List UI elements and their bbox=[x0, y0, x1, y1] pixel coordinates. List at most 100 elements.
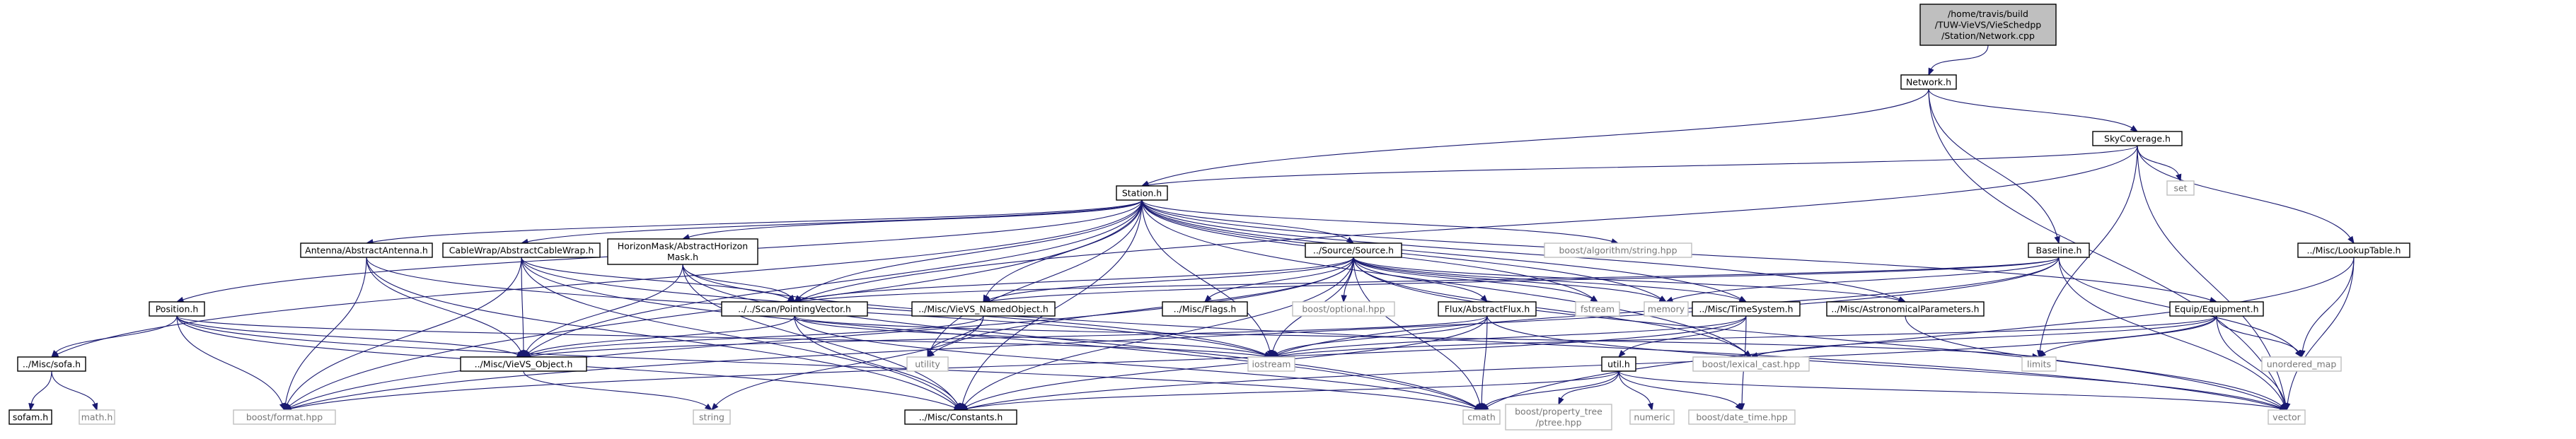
node-box bbox=[1305, 242, 1402, 258]
edge-util-to-vector bbox=[1618, 370, 2282, 409]
node-label: Antenna/AbstractAntenna.h bbox=[305, 245, 428, 255]
node-box bbox=[149, 301, 205, 317]
node-label: boost/algorithm/string.hpp bbox=[1559, 245, 1677, 255]
node-position[interactable]: Position.h bbox=[149, 301, 205, 317]
node-namedobject[interactable]: ../Misc/VieVS_NamedObject.h bbox=[911, 301, 1056, 317]
edge-pointingvector-to-limits bbox=[794, 315, 2034, 357]
edge-timesystem-to-iostream bbox=[1276, 315, 1747, 356]
edge-source-to-memory bbox=[1353, 257, 1662, 300]
node-flux[interactable]: Flux/AbstractFlux.h bbox=[1438, 301, 1537, 317]
node-box bbox=[607, 238, 758, 265]
edge-source-to-boostformat bbox=[289, 257, 1354, 409]
arrowhead bbox=[704, 403, 713, 411]
node-label: ../Misc/sofa.h bbox=[23, 358, 81, 369]
node-sofam[interactable]: sofam.h bbox=[8, 409, 52, 425]
edge-skycoverage-to-pointingvector bbox=[799, 145, 2138, 300]
node-pointingvector[interactable]: ../../Scan/PointingVector.h bbox=[721, 301, 868, 317]
node-station[interactable]: Station.h bbox=[1116, 185, 1168, 201]
edge-position-to-iostream bbox=[176, 315, 1266, 357]
arrowhead bbox=[1743, 350, 1752, 358]
node-lookuptable[interactable]: ../Misc/LookupTable.h bbox=[2297, 242, 2410, 258]
node-sofa[interactable]: ../Misc/sofa.h bbox=[17, 356, 86, 372]
node-label: boost/format.hpp bbox=[246, 411, 323, 422]
edge-flux-to-vector bbox=[1486, 315, 2282, 409]
node-label: /Station/Network.cpp bbox=[1941, 30, 2035, 41]
node-source[interactable]: ../Source/Source.h bbox=[1305, 242, 1402, 258]
node-label: /ptree.hpp bbox=[1535, 417, 1581, 428]
node-box bbox=[1462, 409, 1501, 425]
edge-source-to-timesystem bbox=[1353, 257, 1741, 300]
edge-horizonmask-to-vievsobject bbox=[526, 264, 683, 353]
node-equipment[interactable]: Equip/Equipment.h bbox=[2169, 301, 2264, 317]
node-skycoverage[interactable]: SkyCoverage.h bbox=[2092, 131, 2183, 146]
node-box bbox=[1162, 301, 1248, 317]
arrowhead bbox=[2054, 235, 2060, 245]
node-label: ../Misc/AstronomicalParameters.h bbox=[1831, 303, 1979, 314]
edge-flux-to-iostream bbox=[1276, 315, 1488, 355]
node-label: ../Misc/VieVS_Object.h bbox=[475, 358, 573, 369]
node-antenna[interactable]: Antenna/AbstractAntenna.h bbox=[300, 242, 433, 258]
node-timesystem[interactable]: ../Misc/TimeSystem.h bbox=[1692, 301, 1801, 317]
node-label: fstream bbox=[1581, 303, 1615, 314]
node-box bbox=[1116, 185, 1168, 201]
node-cablewrap[interactable]: CableWrap/AbstractCableWrap.h bbox=[442, 242, 601, 258]
node-astro[interactable]: ../Misc/AstronomicalParameters.h bbox=[1826, 301, 1985, 317]
node-label: boost/date_time.hpp bbox=[1696, 411, 1787, 422]
node-label: iostream bbox=[1252, 358, 1291, 369]
node-label: HorizonMask/AbstractHorizon bbox=[618, 241, 748, 252]
edge-antenna-to-boostformat bbox=[284, 257, 367, 405]
edge-lookuptable-to-cmath bbox=[1486, 257, 2355, 408]
edge-antenna-to-constants bbox=[366, 257, 957, 407]
arrowhead bbox=[1341, 295, 1347, 303]
node-label: ../Misc/LookupTable.h bbox=[2307, 245, 2401, 255]
node-box bbox=[1575, 301, 1620, 317]
node-constants[interactable]: ../Misc/Constants.h bbox=[904, 409, 1017, 425]
arrowhead bbox=[1928, 67, 1934, 76]
node-label: string bbox=[699, 411, 724, 422]
node-label: CableWrap/AbstractCableWrap.h bbox=[449, 245, 594, 255]
node-flags[interactable]: ../Misc/Flags.h bbox=[1162, 301, 1248, 317]
edge-station-to-lexicalcast bbox=[1141, 199, 1748, 354]
node-box bbox=[442, 242, 601, 258]
node-box bbox=[1692, 301, 1801, 317]
edge-util-to-datetime bbox=[1618, 370, 1739, 406]
node-vievsobject[interactable]: ../Misc/VieVS_Object.h bbox=[460, 356, 587, 372]
edge-station-to-pointingvector bbox=[798, 199, 1143, 298]
edge-baseline-to-boostformat bbox=[289, 257, 2060, 409]
node-label: Network.h bbox=[1906, 76, 1951, 87]
node-label: /home/travis/build bbox=[1948, 8, 2028, 19]
node-box bbox=[906, 356, 949, 372]
arrowhead bbox=[2130, 125, 2139, 132]
node-label: ../Misc/Constants.h bbox=[919, 411, 1003, 422]
node-fstream: fstream bbox=[1575, 301, 1620, 317]
edge-network-to-baseline bbox=[1928, 88, 2058, 238]
node-util[interactable]: util.h bbox=[1601, 356, 1636, 372]
edge-source-to-fstream bbox=[1353, 257, 1593, 300]
edge-network-to-skycoverage bbox=[1928, 88, 2133, 129]
node-box bbox=[904, 409, 1017, 425]
edge-station-to-iostream bbox=[1141, 199, 1271, 352]
node-baseline[interactable]: Baseline.h bbox=[2028, 242, 2090, 258]
node-root[interactable]: /home/travis/build/TUW-VieVS/VieSchedpp/… bbox=[1919, 4, 2057, 46]
edge-namedobject-to-string bbox=[715, 315, 984, 406]
node-label: Position.h bbox=[156, 303, 199, 314]
edge-source-to-pointingvector bbox=[799, 257, 1354, 301]
edge-position-to-vievsobject bbox=[176, 315, 519, 356]
arrowhead bbox=[927, 349, 933, 358]
arrowhead bbox=[1481, 403, 1489, 411]
edge-source-to-flux bbox=[1353, 257, 1484, 298]
edge-equipment-to-vector bbox=[2216, 315, 2286, 405]
node-label: ../../Scan/PointingVector.h bbox=[738, 303, 851, 314]
node-box bbox=[1505, 404, 1612, 431]
edge-equipment-to-unorderedmap bbox=[2216, 315, 2299, 353]
node-boostalgo: boost/algorithm/string.hpp bbox=[1544, 242, 1692, 258]
node-lexicalcast: boost/lexical_cast.hpp bbox=[1692, 356, 1810, 372]
node-boostformat: boost/format.hpp bbox=[233, 409, 336, 425]
node-box bbox=[233, 409, 336, 425]
arrowhead bbox=[2347, 235, 2355, 245]
node-network[interactable]: Network.h bbox=[1900, 74, 1957, 90]
edge-astro-to-vector bbox=[1905, 315, 2283, 407]
arrowhead bbox=[2038, 350, 2047, 358]
